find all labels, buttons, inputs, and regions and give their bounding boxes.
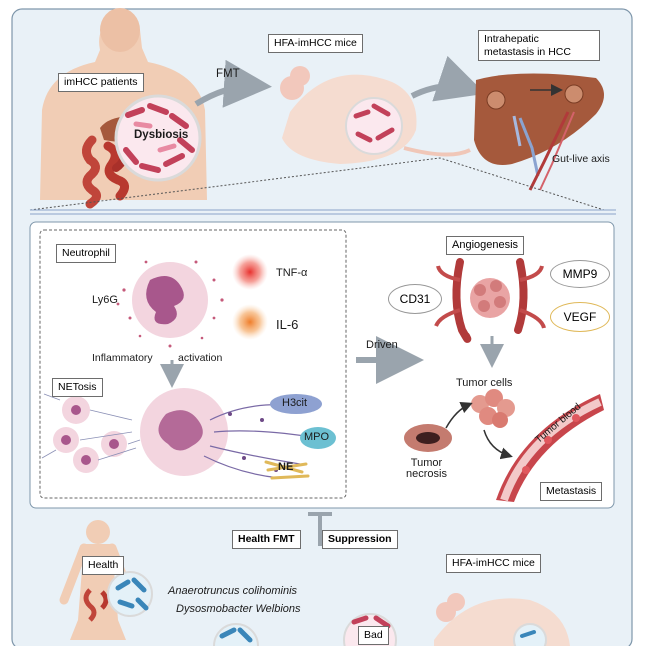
angiogenesis-label: Angiogenesis: [446, 236, 525, 256]
zoom-wedge: [29, 157, 605, 211]
inflammatory-label: Inflammatory: [92, 352, 153, 364]
healthy-bacteria-circle-bottom: [213, 623, 259, 646]
neutrophil-label: Neutrophil: [56, 244, 116, 263]
ne-label: NE: [278, 461, 294, 473]
hfa-imhcc-mice-label-top: HFA-imHCC mice: [268, 34, 363, 53]
netosis-label: NETosis: [52, 378, 103, 397]
dysbiosis-label: Dysbiosis: [134, 129, 189, 141]
driven-label: Driven: [366, 339, 398, 351]
ne-shape: [264, 460, 310, 480]
dysbiosis-circle: [114, 94, 202, 182]
bacteria-name-1: Anaerotruncus colihominis: [168, 585, 298, 597]
neutrophil-cell: [116, 260, 224, 348]
gut-liver-axis-label: Gut-live axis: [552, 153, 610, 165]
netosis-cells: [41, 393, 141, 473]
tnf-alpha-label: TNF-α: [276, 267, 308, 279]
mpo-label: MPO: [304, 431, 330, 443]
mouse-illustration-bottom: [434, 593, 570, 646]
bacteria-name-2: Dysosmobacter Welbions: [176, 603, 301, 615]
suppression-inhibit-bar: [308, 512, 332, 546]
metastasis-label: Metastasis: [540, 482, 603, 501]
netosis-large-cell: [140, 388, 319, 479]
ly6g-label: Ly6G: [92, 294, 118, 306]
il6-glow: [232, 304, 268, 340]
activation-label: activation: [178, 352, 223, 364]
health-fmt-label: Health FMT: [232, 530, 301, 549]
h3cit-label: H3cit: [282, 397, 308, 409]
mouse-illustration-top: [280, 66, 471, 164]
il6-label: IL-6: [276, 317, 299, 332]
tumor-necrosis-label: Tumor necrosis: [406, 457, 447, 480]
tumor-cells-label: Tumor cells: [456, 377, 513, 389]
tumor-blood-vessel: [496, 394, 604, 502]
intrahepatic-metastasis-label: Intrahepatic metastasis in HCC: [478, 30, 600, 62]
fmt-arrow: [194, 59, 272, 108]
angiogenesis-vessels: [434, 258, 546, 343]
tnf-alpha-glow: [232, 254, 268, 290]
tumor-cells-cluster: [471, 389, 515, 428]
fmt-label: FMT: [216, 68, 240, 80]
health-label: Health: [82, 556, 125, 575]
vegf-badge: VEGF: [550, 302, 610, 332]
healthy-bacteria-circle: [107, 571, 153, 617]
mouse-to-liver-arrow: [410, 55, 486, 102]
cd31-badge: CD31: [388, 284, 442, 314]
imhcc-patients-label: imHCC patients: [58, 73, 144, 92]
suppression-label: Suppression: [322, 530, 398, 549]
necrosis-arrow: [445, 402, 473, 429]
tumor-necrosis: [404, 424, 452, 452]
metastatic-liver: [474, 73, 604, 191]
h3cit-shape: [270, 394, 322, 414]
mmp9-badge: MMP9: [550, 260, 610, 288]
hfa-imhcc-mice-label-bottom: HFA-imHCC mice: [446, 554, 541, 573]
mpo-shape: [300, 427, 336, 449]
tumor-to-blood-arrow: [483, 429, 513, 460]
bad-label: Bad: [358, 626, 389, 645]
